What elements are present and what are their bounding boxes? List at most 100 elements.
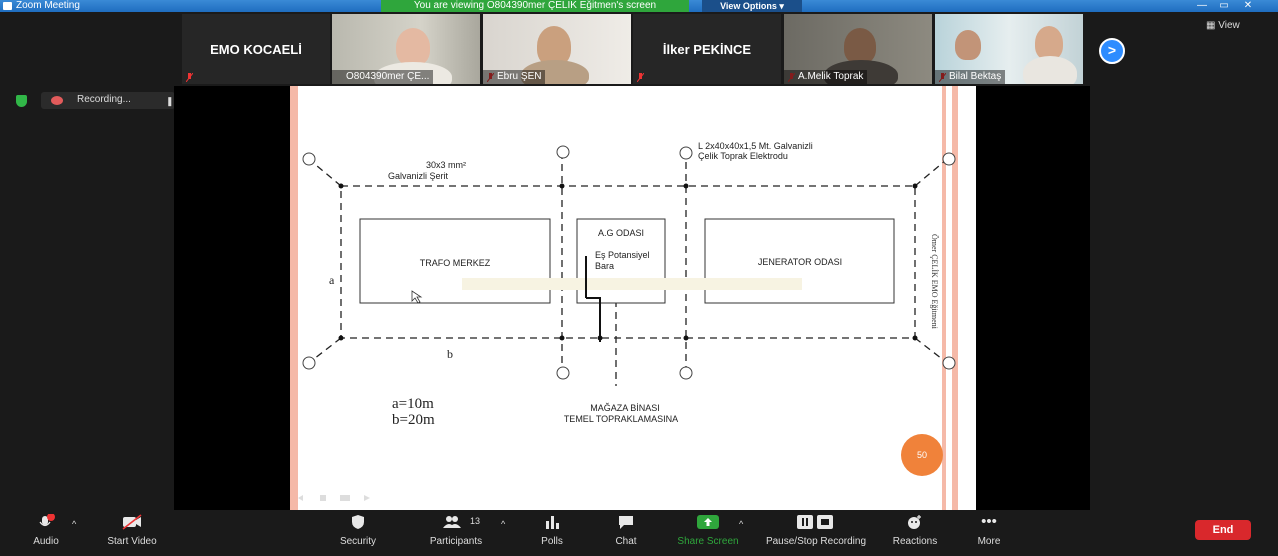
participants-options-caret[interactable]: ^ bbox=[501, 519, 506, 529]
audio-button[interactable]: Audio bbox=[26, 514, 66, 547]
chat-label: Chat bbox=[615, 536, 637, 547]
participant-tile[interactable]: Ebru ŞEN bbox=[483, 14, 631, 84]
participant-tile[interactable]: O804390mer ÇE... bbox=[332, 14, 480, 84]
participant-name: Ebru ŞEN bbox=[483, 70, 546, 84]
start-video-label: Start Video bbox=[107, 536, 157, 547]
share-screen-button[interactable]: Share Screen bbox=[674, 514, 742, 547]
strip-material-label: Galvanizli Şerit bbox=[388, 171, 449, 181]
pause-stop-icon bbox=[797, 515, 833, 529]
page-number-badge bbox=[901, 434, 943, 476]
ag-room-label: A.G ODASI bbox=[598, 228, 644, 238]
security-label: Security bbox=[339, 536, 377, 547]
participant-tile[interactable]: Bilal Bektaş bbox=[935, 14, 1083, 84]
pause-stop-recording-label: Pause/Stop Recording bbox=[765, 536, 867, 547]
participants-icon bbox=[424, 514, 488, 530]
electrode-label-line1: L 2x40x40x1,5 Mt. Galvanizli bbox=[698, 141, 813, 151]
slide-margin-left bbox=[290, 86, 298, 510]
caption-line1: MAĞAZA BİNASI bbox=[590, 403, 660, 413]
junction-points bbox=[338, 183, 918, 341]
busbar-label-line1: Eş Potansiyel bbox=[595, 250, 650, 260]
audio-options-caret[interactable]: ^ bbox=[72, 519, 77, 529]
more-button[interactable]: ••• More bbox=[970, 514, 1008, 548]
grounding-diagram: 30x3 mm² Galvanizli Şerit L 2x40x40x1,5 … bbox=[290, 86, 958, 510]
electrode-label-line2: Çelik Toprak Elektrodu bbox=[698, 151, 788, 161]
participant-tile[interactable]: İlker PEKİNCE bbox=[633, 14, 781, 84]
participant-name: İlker PEKİNCE bbox=[662, 42, 752, 57]
more-label: More bbox=[977, 536, 1001, 547]
muted-mic-icon bbox=[186, 73, 193, 82]
encryption-shield-icon[interactable] bbox=[16, 95, 27, 107]
participant-face bbox=[396, 28, 430, 66]
share-screen-label: Share Screen bbox=[677, 536, 739, 547]
recording-indicator: Recording... ❚❚ bbox=[41, 92, 181, 109]
close-button[interactable]: ✕ bbox=[1243, 0, 1253, 11]
highlight-band bbox=[462, 278, 802, 290]
participant-face bbox=[844, 28, 876, 64]
polls-button[interactable]: Polls bbox=[534, 514, 570, 547]
title-bar: Zoom Meeting You are viewing O804390mer … bbox=[0, 0, 1278, 12]
security-shield-icon bbox=[352, 515, 364, 529]
microphone-icon bbox=[39, 514, 55, 527]
polls-bar-icon bbox=[546, 516, 559, 529]
participant-count: 13 bbox=[470, 516, 481, 526]
meeting-toolbar: Audio ^ Start Video Security bbox=[0, 510, 1278, 556]
participant-name: O804390mer ÇE... bbox=[332, 70, 434, 84]
slide-margin-right bbox=[942, 86, 946, 510]
shared-slide: 30x3 mm² Galvanizli Şerit L 2x40x40x1,5 … bbox=[290, 86, 976, 510]
recording-label: Recording... bbox=[77, 94, 131, 105]
participant-face bbox=[537, 26, 571, 66]
generator-room-label: JENERATOR ODASI bbox=[758, 257, 842, 267]
security-button[interactable]: Security bbox=[336, 514, 380, 547]
value-b: b=20m bbox=[392, 412, 435, 428]
muted-mic-icon bbox=[939, 73, 946, 82]
caption-line2: TEMEL TOPRAKLAMASINA bbox=[564, 414, 678, 424]
share-options-caret[interactable]: ^ bbox=[739, 519, 744, 529]
participant-shirt bbox=[1023, 56, 1077, 84]
zoom-app-icon bbox=[3, 2, 12, 10]
busbar-label-line2: Bara bbox=[595, 261, 614, 271]
participant-shirt bbox=[824, 60, 898, 84]
reactions-button[interactable]: Reactions bbox=[888, 514, 942, 547]
video-off-icon bbox=[122, 514, 142, 530]
participant-face bbox=[955, 30, 981, 60]
muted-mic-icon bbox=[788, 73, 795, 82]
end-meeting-button[interactable]: End bbox=[1195, 520, 1251, 540]
maximize-button[interactable]: ▭ bbox=[1219, 0, 1229, 11]
chat-bubble-icon bbox=[619, 516, 633, 529]
mouse-cursor-icon bbox=[411, 290, 423, 304]
participant-tile[interactable]: A.Melik Toprak bbox=[784, 14, 932, 84]
start-video-button[interactable]: Start Video bbox=[100, 514, 164, 547]
slide-margin-right-2 bbox=[952, 86, 958, 510]
participant-shirt bbox=[521, 60, 589, 84]
participants-label: Participants bbox=[429, 536, 483, 547]
ground-electrodes bbox=[302, 145, 956, 380]
reactions-label: Reactions bbox=[892, 536, 938, 547]
participant-tile[interactable]: EMO KOCAELİ bbox=[182, 14, 330, 84]
next-participants-button[interactable]: > bbox=[1099, 38, 1125, 64]
muted-mic-icon bbox=[487, 73, 494, 82]
pause-stop-recording-button[interactable]: Pause/Stop Recording bbox=[760, 514, 872, 547]
minimize-button[interactable]: — bbox=[1197, 0, 1207, 11]
instructor-watermark: Ömer ÇELİK EMO Eğitmeni bbox=[930, 234, 939, 330]
page-number: 50 bbox=[917, 450, 927, 460]
pause-recording-button[interactable]: ❚❚ bbox=[166, 96, 181, 107]
share-screen-icon bbox=[697, 515, 719, 529]
participant-name: Bilal Bektaş bbox=[935, 70, 1006, 84]
viewing-screen-banner: You are viewing O804390mer ÇELİK Eğitmen… bbox=[381, 0, 689, 12]
muted-mic-icon bbox=[637, 73, 644, 82]
recording-cloud-icon bbox=[51, 96, 63, 105]
view-options-button[interactable]: View Options ▾ bbox=[702, 0, 802, 12]
view-button[interactable]: ▦ View bbox=[1206, 20, 1240, 31]
participant-shirt bbox=[374, 62, 452, 84]
reactions-emoji-icon bbox=[908, 515, 921, 529]
busbar-connection bbox=[586, 297, 601, 342]
dimension-a: a bbox=[329, 273, 335, 287]
participants-button[interactable]: Participants bbox=[424, 514, 488, 547]
audio-label: Audio bbox=[33, 536, 59, 547]
participant-face bbox=[1035, 26, 1063, 60]
strip-size-label: 30x3 mm² bbox=[426, 160, 466, 170]
chat-button[interactable]: Chat bbox=[608, 514, 644, 547]
dimension-b: b bbox=[447, 347, 453, 361]
slide-controls[interactable] bbox=[298, 495, 370, 501]
